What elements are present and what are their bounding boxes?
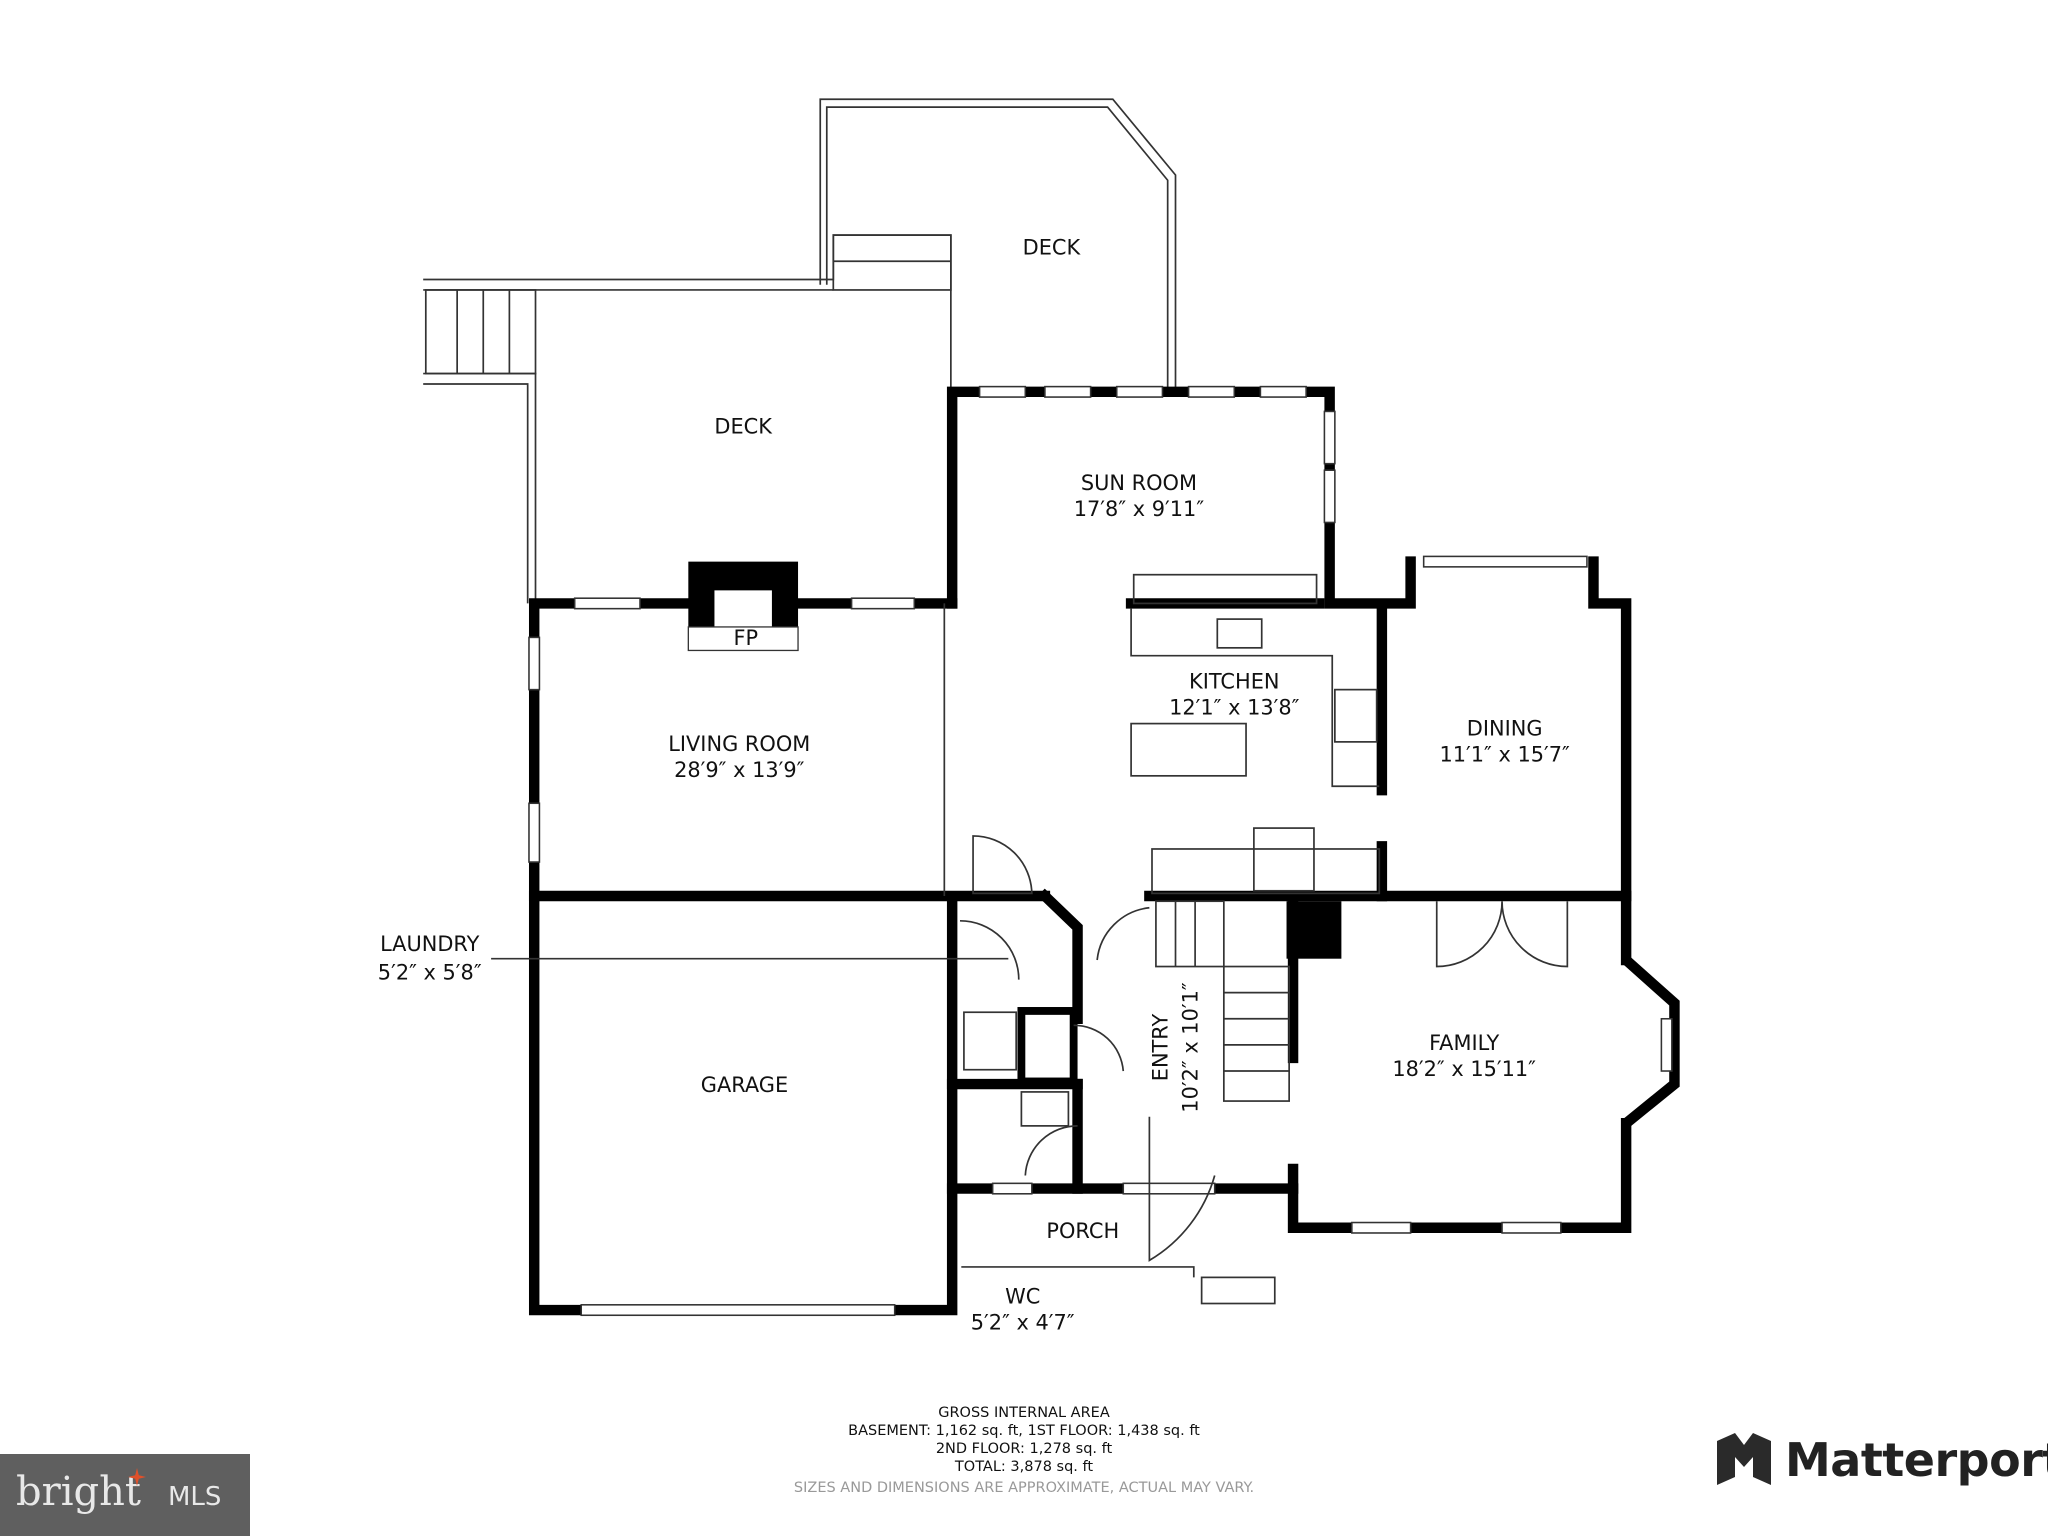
room-family-dims: 18′2″ x 15′11″ (1392, 1057, 1536, 1081)
room-kitchen-dims: 12′1″ x 13′8″ (1169, 695, 1300, 719)
area-line-1: BASEMENT: 1,162 sq. ft, 1ST FLOOR: 1,438… (848, 1423, 1200, 1439)
room-porch: PORCH (1046, 1219, 1119, 1243)
room-wc-dims: 5′2″ x 4′7″ (971, 1311, 1075, 1335)
room-deck-lower: DECK (714, 415, 773, 439)
fireplace: FP (687, 561, 799, 652)
area-line-3: TOTAL: 3,878 sq. ft (954, 1459, 1094, 1475)
mls-logo-text: MLS (168, 1482, 222, 1512)
bright-logo-text: bright (16, 1469, 141, 1515)
deck-outline (423, 98, 1177, 604)
room-deck-upper: DECK (1023, 236, 1082, 260)
room-sun-room-name: SUN ROOM (1081, 471, 1197, 495)
room-sun-room-dims: 17′8″ x 9′11″ (1074, 497, 1205, 521)
stairs (1155, 900, 1290, 1102)
area-line-2: 2ND FLOOR: 1,278 sq. ft (935, 1441, 1113, 1457)
matterport-logo-text: Matterport (1785, 1433, 2048, 1487)
room-wc-name: WC (1005, 1285, 1040, 1309)
room-entry-name: ENTRY (1149, 1014, 1173, 1082)
star-icon (128, 1468, 146, 1486)
room-laundry-dims: 5′2″ x 5′8″ (378, 961, 482, 985)
area-disclaimer: SIZES AND DIMENSIONS ARE APPROXIMATE, AC… (793, 1480, 1255, 1496)
matterport-logo: Matterport (1715, 1430, 2048, 1490)
room-living-name: LIVING ROOM (668, 732, 810, 756)
doors (491, 835, 1569, 1305)
room-garage: GARAGE (701, 1073, 788, 1097)
room-kitchen-name: KITCHEN (1189, 669, 1279, 693)
area-title: GROSS INTERNAL AREA (938, 1405, 1110, 1421)
room-living-dims: 28′9″ x 13′9″ (674, 758, 805, 782)
room-family-name: FAMILY (1429, 1031, 1499, 1055)
bright-mls-logo: bright MLS (0, 1454, 250, 1536)
kitchen-fixtures (943, 573, 1381, 896)
windows (528, 385, 1673, 1317)
matterport-icon (1717, 1433, 1771, 1485)
room-laundry-name: LAUNDRY (380, 932, 480, 956)
fireplace-label: FP (733, 626, 758, 650)
walls (528, 386, 1680, 1316)
room-labels: DECK DECK SUN ROOM 17′8″ x 9′11″ KITCHEN… (378, 236, 1570, 1335)
room-dining-dims: 11′1″ x 15′7″ (1439, 742, 1570, 766)
room-dining-name: DINING (1467, 716, 1543, 740)
room-entry-dims: 10′2″ x 10′1″ (1179, 982, 1203, 1113)
